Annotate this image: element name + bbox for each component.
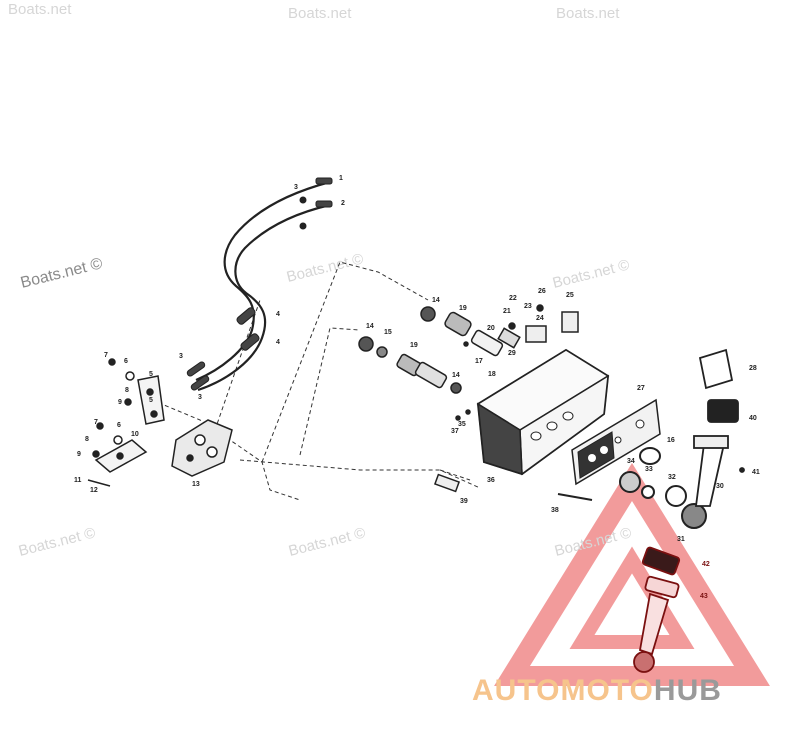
watermark-top-right: Boats.net — [556, 5, 620, 22]
callout-14-mid: 14 — [366, 323, 374, 330]
callout-41: 41 — [752, 469, 760, 476]
callout-14-lower: 14 — [452, 372, 460, 379]
callout-22: 22 — [509, 295, 517, 302]
callout-5-upper: 5 — [149, 371, 153, 378]
callout-35: 35 — [458, 421, 466, 428]
callout-32: 32 — [668, 474, 676, 481]
callout-28: 28 — [749, 365, 757, 372]
callout-21: 21 — [503, 308, 511, 315]
logo-text-hub: HUB — [654, 674, 722, 707]
callout-25: 25 — [566, 292, 574, 299]
control-cables — [186, 177, 333, 392]
callout-29: 29 — [508, 350, 516, 357]
callout-2: 2 — [341, 200, 345, 207]
shaft-assembly — [358, 304, 579, 493]
callout-17: 17 — [475, 358, 483, 365]
callout-40: 40 — [749, 415, 757, 422]
callout-13: 13 — [192, 481, 200, 488]
callout-37: 37 — [451, 428, 459, 435]
callout-10: 10 — [131, 431, 139, 438]
watermark-top-center: Boats.net — [288, 5, 352, 22]
control-handle — [693, 348, 745, 507]
control-box-housing — [476, 348, 610, 501]
callout-42: 42 — [702, 561, 710, 568]
callout-23: 23 — [524, 303, 532, 310]
callout-14-upper: 14 — [432, 297, 440, 304]
callout-18: 18 — [488, 371, 496, 378]
callout-3-mid: 3 — [179, 353, 183, 360]
part-number-callouts: 1 2 3 3 3 4 4 5 5 6 6 7 7 8 8 9 9 10 11 … — [74, 175, 760, 600]
callout-7-upper: 7 — [104, 352, 108, 359]
callout-31: 31 — [677, 536, 685, 543]
callout-1: 1 — [339, 175, 343, 182]
callout-8-lower: 8 — [85, 436, 89, 443]
callout-33: 33 — [645, 466, 653, 473]
knob-rings — [619, 447, 707, 529]
callout-30: 30 — [716, 483, 724, 490]
callout-15: 15 — [384, 329, 392, 336]
callout-9-upper: 9 — [118, 399, 122, 406]
logo-text-automoto: AUTOMOTO — [472, 674, 654, 707]
callout-24: 24 — [536, 315, 544, 322]
callout-5-lower: 5 — [149, 397, 153, 404]
callout-34: 34 — [627, 458, 635, 465]
callout-11: 11 — [74, 477, 82, 484]
callout-12: 12 — [90, 487, 98, 494]
callout-19-lower: 19 — [410, 342, 418, 349]
callout-27: 27 — [637, 385, 645, 392]
watermark-mid-center: Boats.net © — [285, 250, 365, 286]
automotohub-logo-triangle — [494, 462, 770, 686]
highlighted-handle — [633, 546, 681, 673]
callout-8-upper: 8 — [125, 387, 129, 394]
mounting-brackets — [87, 358, 233, 487]
faceplate — [571, 398, 661, 486]
callout-38: 38 — [551, 507, 559, 514]
watermark-top-left: Boats.net — [8, 1, 72, 18]
watermark-mid-left: Boats.net © — [19, 255, 105, 292]
callout-39: 39 — [460, 498, 468, 505]
callout-3-low: 3 — [198, 394, 202, 401]
watermark-low-left: Boats.net © — [17, 524, 97, 560]
watermark-mid-right: Boats.net © — [551, 256, 631, 292]
automotohub-logo-text: AUTOMOTOHUB — [472, 674, 722, 707]
callout-4-upper: 4 — [276, 311, 280, 318]
callout-16: 16 — [667, 437, 675, 444]
callout-36: 36 — [487, 477, 495, 484]
callout-4-lower: 4 — [276, 339, 280, 346]
callout-3-upper: 3 — [294, 184, 298, 191]
callout-6-lower: 6 — [117, 422, 121, 429]
callout-43: 43 — [700, 593, 708, 600]
callout-19-upper: 19 — [459, 305, 467, 312]
callout-7-lower: 7 — [94, 419, 98, 426]
callout-6-upper: 6 — [124, 358, 128, 365]
callout-9-lower: 9 — [77, 451, 81, 458]
watermark-low-center: Boats.net © — [287, 524, 367, 560]
callout-26: 26 — [538, 288, 546, 295]
callout-20: 20 — [487, 325, 495, 332]
